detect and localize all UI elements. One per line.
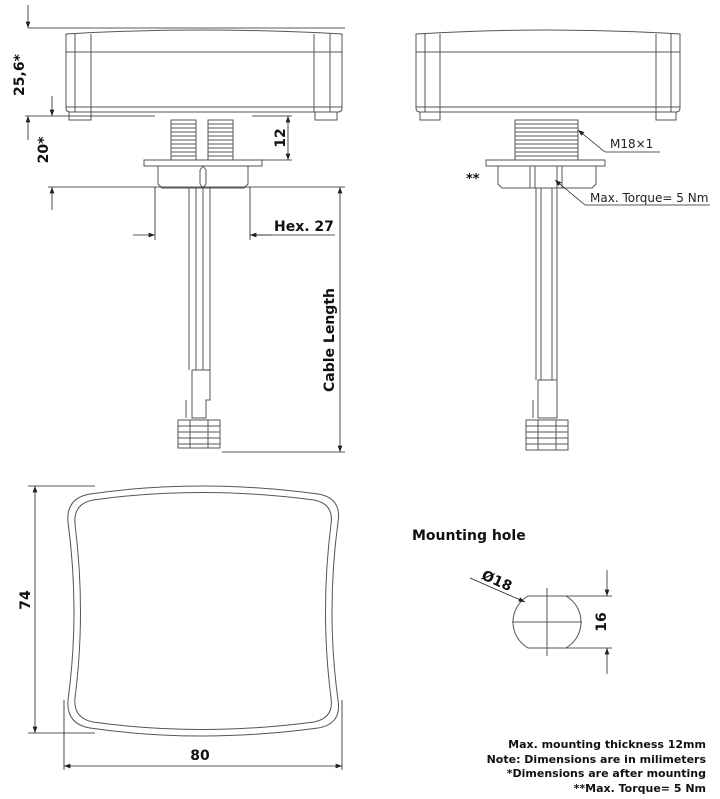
washer <box>143 159 263 167</box>
height-top-label: 25,6* <box>12 53 28 96</box>
width-label: 80 <box>190 748 210 764</box>
notes: Max. mounting thickness 12mm Note: Dimen… <box>487 738 706 796</box>
connector-body <box>185 369 211 419</box>
thread-length-label: 12 <box>273 128 289 147</box>
hex-nut <box>157 165 249 189</box>
mounting-hole-drawing <box>469 570 612 674</box>
side-view-left <box>25 5 345 453</box>
top-view <box>28 485 343 770</box>
height-mount-label: 20* <box>36 136 52 163</box>
thread-spec-label: M18×1 <box>610 137 653 151</box>
note-line: *Dimensions are after mounting <box>506 767 706 780</box>
note-line: **Max. Torque= 5 Nm <box>573 781 706 795</box>
note-line: Note: Dimensions are in milimeters <box>486 752 706 766</box>
hole-flat-label: 16 <box>594 612 610 631</box>
torque-marker: ** <box>466 172 480 187</box>
hole-diameter-label: Ø18 <box>479 568 514 595</box>
cable <box>188 188 211 370</box>
note-line: Max. mounting thickness 12mm <box>508 738 706 751</box>
mounting-hole-title: Mounting hole <box>412 528 526 544</box>
torque-label: Max. Torque= 5 Nm <box>590 191 708 205</box>
thread <box>170 119 234 161</box>
side-view-right <box>415 29 710 451</box>
depth-label: 74 <box>18 590 34 610</box>
hex-label: Hex. 27 <box>274 219 334 235</box>
cable-length-label: Cable Length <box>322 288 338 392</box>
sma-connector <box>177 419 221 449</box>
